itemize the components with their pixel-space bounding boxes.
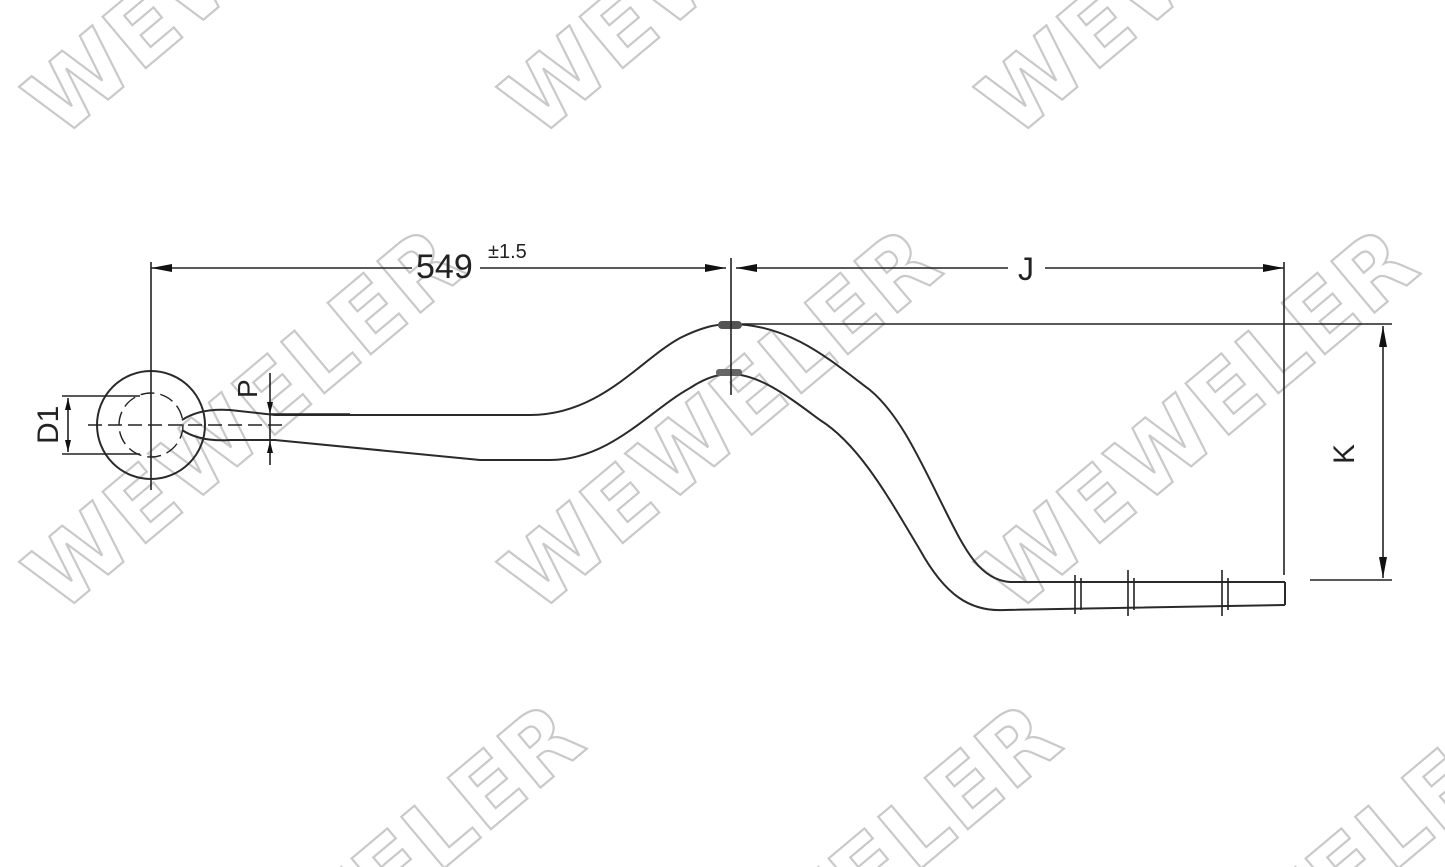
watermark: WEWELER [1079,681,1445,867]
center-bolt-mark [716,369,742,376]
watermark: WEWELER [5,206,484,632]
dimension-label-p: P [232,379,263,398]
watermark: WEWELER [125,681,604,867]
watermark: WEWELER [5,0,484,157]
watermark: WEWELER [959,0,1438,157]
watermark: WEWELER [602,681,1081,867]
dimension-k: K [1328,326,1387,578]
dimension-label-d1: D1 [32,406,65,444]
dimension-label-j: J [1018,251,1034,287]
clamp-marks [1074,570,1229,616]
watermark-layer: WEWELER WEWELER WEWELER WEWELER WEWELER … [4,0,1445,867]
dimension-d1: D1 [32,395,140,455]
dimension-p: P [232,373,350,465]
watermark: WEWELER [482,206,961,632]
center-bolt-mark [718,321,742,329]
spring-eye [88,262,285,490]
dimension-tolerance: ±1.5 [488,241,527,263]
dimension-value: 549 [416,248,473,286]
spring-leaf [181,321,1286,616]
dimension-label-k: K [1328,444,1361,464]
dimension-549: 549 ±1.5 [151,241,732,395]
dimension-j: J [736,251,1285,575]
watermark: WEWELER [482,0,961,157]
